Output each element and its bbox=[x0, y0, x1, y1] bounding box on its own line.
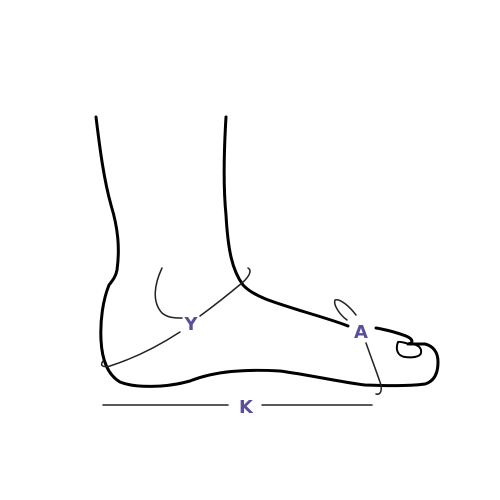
heel-back-line bbox=[94, 115, 440, 388]
ball-measure-lower bbox=[365, 342, 382, 395]
label-instep-y: Y bbox=[183, 314, 198, 335]
label-length-k: K bbox=[239, 397, 254, 418]
big-toe-outline bbox=[374, 326, 414, 346]
toenail bbox=[395, 340, 423, 359]
instep-measure-lower bbox=[199, 267, 251, 317]
instep-measure-curve bbox=[154, 267, 183, 319]
label-ball-a: A bbox=[354, 322, 368, 343]
measurement-lines bbox=[100, 267, 382, 406]
ball-measure-curve bbox=[333, 298, 357, 321]
front-leg-line bbox=[222, 115, 350, 328]
instep-measure-diagonal bbox=[100, 331, 181, 368]
foot-outline bbox=[94, 115, 440, 388]
